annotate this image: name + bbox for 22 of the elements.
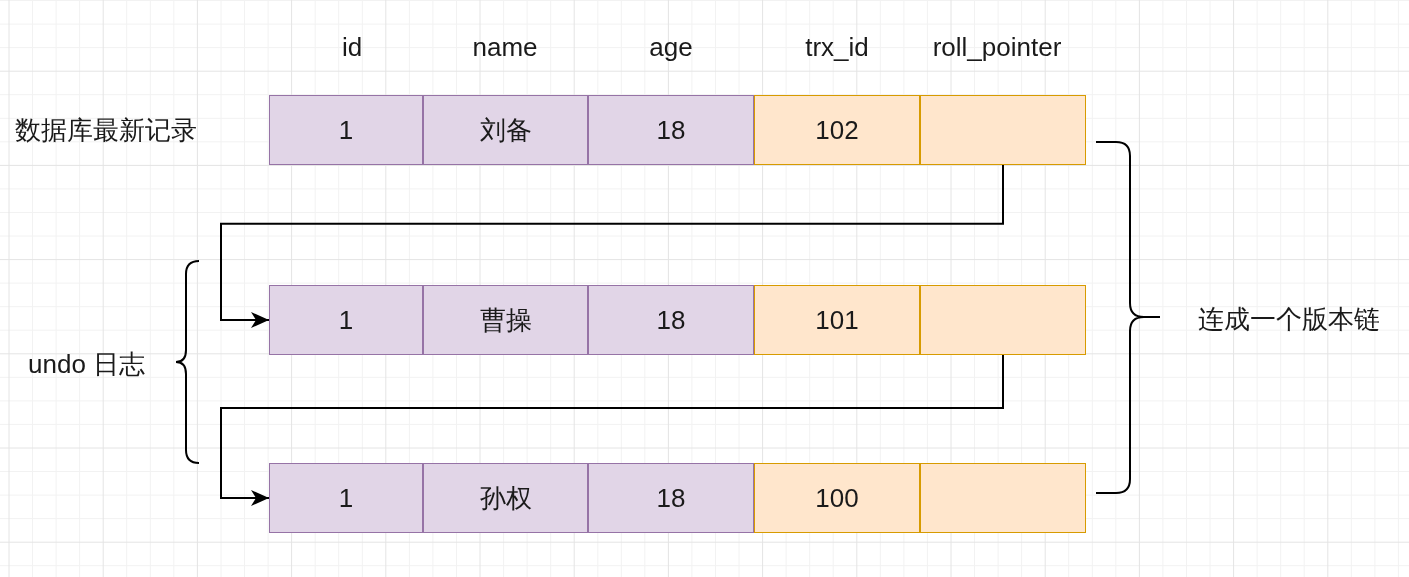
table-cell: 102 [754, 95, 920, 165]
table-cell: 曹操 [423, 285, 588, 355]
table-cell: 18 [588, 463, 754, 533]
table-cell: 18 [588, 95, 754, 165]
column-header: name [472, 33, 538, 63]
elbow-arrow [220, 354, 1004, 506]
row-label: 数据库最新记录 [15, 116, 197, 146]
table-cell: 18 [588, 285, 754, 355]
table-cell: 孙权 [423, 463, 588, 533]
elbow-arrow [220, 164, 1004, 328]
brace-label: 连成一个版本链 [1198, 305, 1380, 335]
table-cell: 101 [754, 285, 920, 355]
table-cell: 刘备 [423, 95, 588, 165]
column-header: age [649, 33, 693, 63]
column-header: trx_id [805, 33, 869, 63]
table-cell: 1 [269, 463, 423, 533]
table-cell: 1 [269, 285, 423, 355]
brace-label: undo 日志 [28, 350, 146, 380]
column-header: roll_pointer [932, 33, 1062, 63]
table-cell: 100 [754, 463, 920, 533]
column-header: id [341, 33, 363, 63]
table-cell: 1 [269, 95, 423, 165]
